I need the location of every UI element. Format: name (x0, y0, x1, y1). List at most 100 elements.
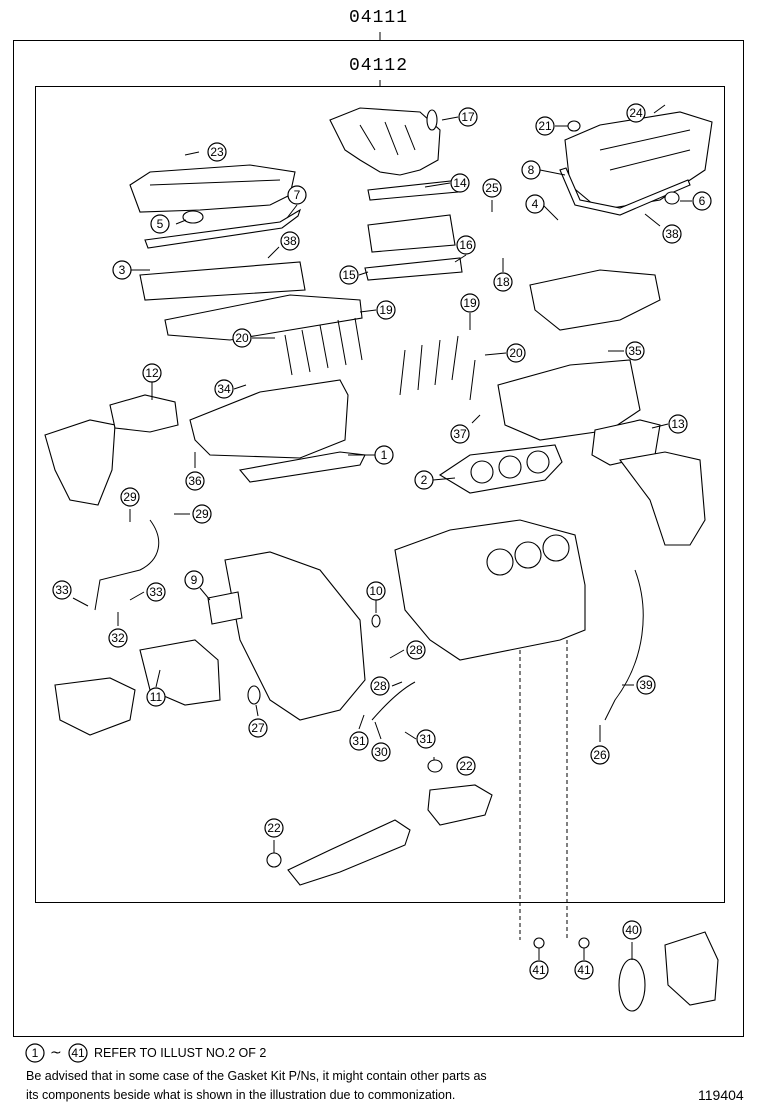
callout-36: 36 (185, 471, 205, 491)
valve-cover-gasket-right (559, 167, 691, 216)
callout-label: 7 (294, 188, 301, 202)
callout-label: 39 (639, 678, 653, 692)
callout-39: 39 (636, 675, 656, 695)
callout-38-left: 38 (280, 231, 300, 251)
callout-label: 33 (149, 585, 163, 599)
callout-6: 6 (692, 191, 712, 211)
callout-label: 29 (195, 507, 209, 521)
inner-kit-frame (35, 86, 725, 903)
callout-label: 28 (409, 643, 423, 657)
cam-carrier-left (139, 261, 306, 301)
callout-label: 24 (629, 106, 643, 120)
callout-38-right: 38 (662, 224, 682, 244)
callout-label: 20 (509, 346, 523, 360)
callout-4: 4 (525, 194, 545, 214)
callout-label: 13 (671, 417, 685, 431)
manifold-gasket-15 (364, 257, 463, 281)
callout-19-left: 19 (376, 300, 396, 320)
callout-14: 14 (450, 173, 470, 193)
callout-24: 24 (626, 103, 646, 123)
callout-label: 14 (453, 176, 467, 190)
callout-1: 1 (374, 445, 394, 465)
callout-35: 35 (625, 341, 645, 361)
kit-inner-code: 04112 (349, 56, 409, 76)
callout-label: 27 (251, 721, 265, 735)
callout-8: 8 (521, 160, 541, 180)
dipstick-guide (604, 569, 644, 721)
cam-housing-left (164, 294, 363, 341)
illustration-id: 119404 (698, 1087, 744, 1103)
oil-pipe (94, 519, 160, 611)
callout-label: 6 (699, 194, 706, 208)
callout-5: 5 (150, 214, 170, 234)
head-gasket-left (238, 451, 366, 483)
cylinder-head-left (189, 379, 349, 459)
callout-label: 9 (191, 573, 198, 587)
callout-27: 27 (248, 718, 268, 738)
legend-end-label: 41 (71, 1046, 85, 1060)
callout-3: 3 (112, 260, 132, 280)
callout-label: 25 (485, 181, 499, 195)
callout-41-right: 41 (574, 960, 594, 980)
callout-10: 10 (366, 581, 386, 601)
callout-label: 15 (342, 268, 356, 282)
callout-7: 7 (287, 185, 307, 205)
commonization-note-line1: Be advised that in some case of the Gask… (26, 1069, 487, 1083)
callout-label: 10 (369, 584, 383, 598)
callout-22-lower: 22 (264, 818, 284, 838)
callout-label: 22 (267, 821, 281, 835)
callout-33-right: 33 (146, 582, 166, 602)
callout-9: 9 (184, 570, 204, 590)
callout-30: 30 (371, 742, 391, 762)
valve-cover-right (564, 111, 713, 211)
callout-label: 41 (532, 963, 546, 977)
callout-label: 28 (373, 679, 387, 693)
callout-label: 16 (459, 238, 473, 252)
water-outlet (427, 784, 493, 826)
callout-label: 38 (665, 227, 679, 241)
legend-start-label: 1 (32, 1046, 39, 1060)
callout-leaders (72, 104, 692, 960)
water-inlet-pipe (287, 819, 411, 886)
oil-pipe-28 (371, 681, 416, 721)
callout-label: 36 (188, 474, 202, 488)
kit-outer-code: 04111 (349, 8, 409, 28)
callout-13: 13 (668, 414, 688, 434)
callout-label: 3 (119, 263, 126, 277)
callout-label: 37 (453, 427, 467, 441)
oil-cap-gasket (182, 210, 204, 224)
callout-label: 8 (528, 163, 535, 177)
seal-22-lower (266, 852, 282, 868)
callout-label: 1 (381, 448, 388, 462)
callout-19-right: 19 (460, 293, 480, 313)
callout-label: 35 (628, 344, 642, 358)
callout-41-left: 41 (529, 960, 549, 980)
callout-37: 37 (450, 424, 470, 444)
legend-end-callout: 41 (68, 1043, 88, 1063)
callout-label: 30 (374, 745, 388, 759)
callout-label: 31 (352, 734, 366, 748)
rear-oil-seal (618, 958, 646, 1012)
gasket-9 (207, 591, 243, 625)
callout-33-left: 33 (52, 580, 72, 600)
valve-cover-gasket-left (144, 208, 301, 249)
callout-label: 38 (283, 234, 297, 248)
nut-41-b (578, 937, 590, 949)
seal-washer-6 (664, 191, 680, 205)
head-gasket-right (438, 444, 563, 494)
manifold-gasket-14 (367, 179, 461, 201)
callout-28-lower: 28 (370, 676, 390, 696)
callout-label: 18 (496, 275, 510, 289)
valve-cover-left (129, 164, 296, 213)
callout-21: 21 (535, 116, 555, 136)
callout-label: 22 (459, 759, 473, 773)
callout-label: 4 (532, 197, 539, 211)
callout-26: 26 (590, 745, 610, 765)
callout-22-upper: 22 (456, 756, 476, 776)
callout-20-left: 20 (232, 328, 252, 348)
cylinder-head-right (497, 359, 641, 441)
callout-17: 17 (458, 107, 478, 127)
nut-41-a (533, 937, 545, 949)
callout-label: 33 (55, 583, 69, 597)
callout-31-right: 31 (416, 729, 436, 749)
